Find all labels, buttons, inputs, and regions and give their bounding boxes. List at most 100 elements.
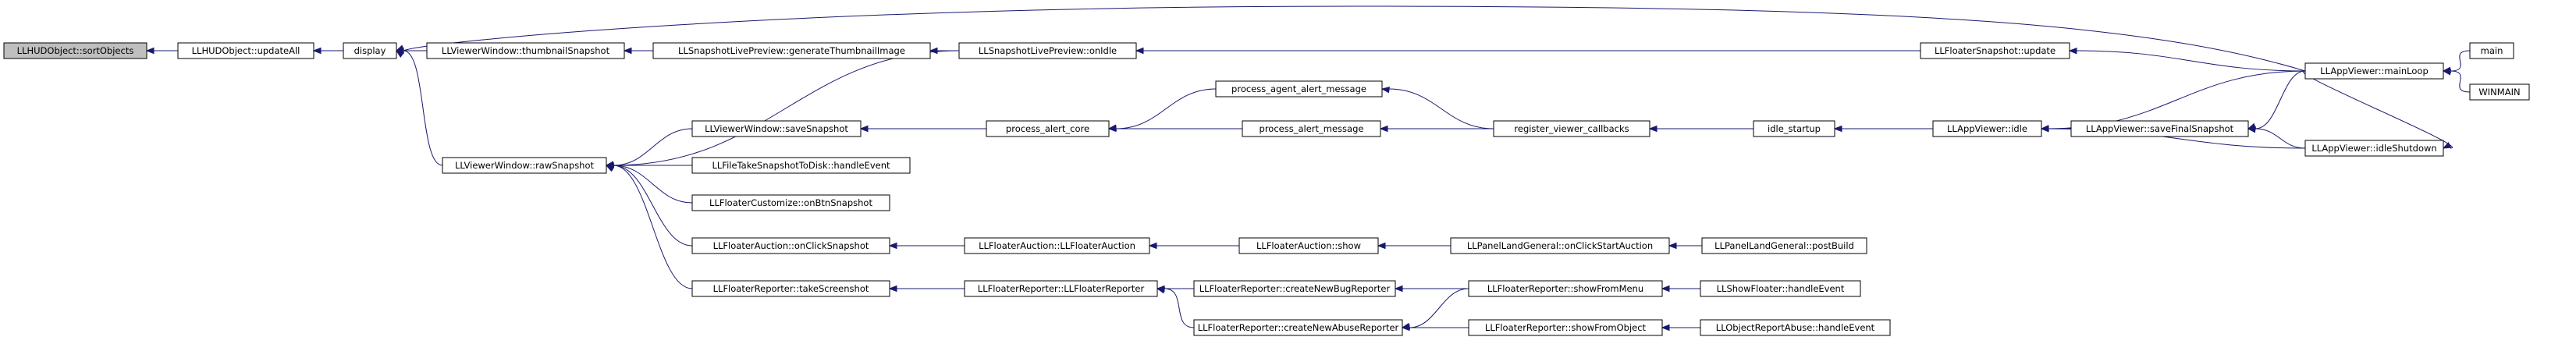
edge-line: [2450, 70, 2471, 93]
node-label: LLFileTakeSnapshotToDisk::handleEvent: [712, 160, 890, 171]
edge-line: [613, 128, 693, 166]
edge-auctionCtor-to-auctionClick: [888, 242, 965, 250]
node-box: [652, 42, 931, 59]
edge-agentAlert-to-alertCore: [1107, 88, 1217, 131]
edge-line: [1388, 88, 1494, 129]
node-label: LLSnapshotLivePreview::generateThumbnail…: [678, 45, 905, 56]
node-box: [1753, 120, 1835, 137]
edge-reporterCtor-to-takeScreenshot: [888, 285, 965, 293]
node-label: LLFloaterReporter::createNewAbuseReporte…: [1198, 322, 1399, 333]
node-reporterCtor[interactable]: LLFloaterReporter::LLFloaterReporter: [964, 280, 1158, 297]
edge-auctionClick-to-rawSnapshot: [605, 165, 693, 246]
edge-arrowhead: [859, 125, 869, 133]
node-onIdle[interactable]: LLSnapshotLivePreview::onIdle: [958, 42, 1137, 59]
node-saveSnapshot[interactable]: LLViewerWindow::saveSnapshot: [691, 120, 862, 137]
node-saveFinal[interactable]: LLAppViewer::saveFinalSnapshot: [2070, 120, 2249, 137]
node-newAbuse[interactable]: LLFloaterReporter::createNewAbuseReporte…: [1193, 319, 1403, 336]
node-snapUpdate[interactable]: LLFloaterSnapshot::update: [1920, 42, 2070, 59]
node-objReport[interactable]: LLObjectReportAbuse::handleEvent: [1700, 319, 1891, 336]
edge-line: [403, 5, 2306, 72]
node-mainLoop[interactable]: LLAppViewer::mainLoop: [2304, 62, 2444, 80]
edge-newAbuse-to-reporterCtor: [1156, 287, 1195, 328]
node-idleShutdown[interactable]: LLAppViewer::idleShutdown: [2304, 140, 2444, 157]
edge-objReport-to-showFromObject: [1661, 324, 1700, 332]
node-label: LLHUDObject::sortObjects: [17, 45, 134, 56]
node-rawSnapshot[interactable]: LLViewerWindow::rawSnapshot: [442, 157, 607, 174]
edge-line: [2450, 50, 2471, 72]
node-auctionCtor[interactable]: LLFloaterAuction::LLFloaterAuction: [964, 237, 1150, 254]
edge-line: [2254, 128, 2306, 149]
node-idleStartup[interactable]: idle_startup: [1753, 120, 1835, 137]
edge-onIdle-to-rawSnapshot: [605, 50, 960, 168]
node-label: LLAppViewer::idleShutdown: [2311, 143, 2436, 154]
edge-arrowhead: [888, 285, 897, 293]
node-landStart[interactable]: LLPanelLandGeneral::onClickStartAuction: [1450, 237, 1670, 254]
edge-main-to-mainLoop: [2442, 50, 2471, 73]
node-appIdle[interactable]: LLAppViewer::idle: [1932, 120, 2042, 137]
edge-mainLoop-to-saveFinal: [2247, 70, 2306, 129]
node-box: [1701, 237, 1867, 254]
node-box: [986, 120, 1110, 137]
edge-idleStartup-to-registerCb: [1648, 125, 1753, 133]
node-label: LLFloaterAuction::LLFloaterAuction: [979, 240, 1135, 251]
node-box: [958, 42, 1137, 59]
edge-showFloater-to-showFromMenu: [1661, 285, 1700, 293]
node-label: LLViewerWindow::rawSnapshot: [455, 160, 595, 171]
node-label: LLFloaterAuction::onClickSnapshot: [713, 240, 869, 251]
node-auctionClick[interactable]: LLFloaterAuction::onClickSnapshot: [691, 237, 890, 254]
node-box: [691, 120, 862, 137]
edge-arrowhead: [2442, 141, 2452, 149]
node-box: [964, 237, 1150, 254]
node-showFloater[interactable]: LLShowFloater::handleEvent: [1700, 280, 1861, 297]
edge-line: [613, 165, 693, 204]
node-takeScreenshot[interactable]: LLFloaterReporter::takeScreenshot: [691, 280, 890, 297]
node-thumbnailSnapshot[interactable]: LLViewerWindow::thumbnailSnapshot: [426, 42, 625, 59]
node-landPost[interactable]: LLPanelLandGeneral::postBuild: [1701, 237, 1867, 254]
node-main[interactable]: main: [2469, 42, 2514, 59]
node-box: [1450, 237, 1670, 254]
node-box: [691, 280, 890, 297]
edge-mainLoop-to-snapUpdate: [2068, 48, 2306, 72]
node-showFromMenu[interactable]: LLFloaterReporter::showFromMenu: [1468, 280, 1663, 297]
node-genThumb[interactable]: LLSnapshotLivePreview::generateThumbnail…: [652, 42, 931, 59]
edge-arrowhead: [395, 44, 405, 51]
node-label: LLAppViewer::mainLoop: [2320, 66, 2429, 76]
node-label: LLFloaterCustomize::onBtnSnapshot: [709, 197, 872, 208]
edge-showFromObject-to-newAbuse: [1401, 324, 1469, 332]
node-winmain[interactable]: WINMAIN: [2469, 83, 2530, 101]
node-updateAll[interactable]: LLHUDObject::updateAll: [177, 42, 314, 59]
node-auctionShow[interactable]: LLFloaterAuction::show: [1238, 237, 1379, 254]
node-showFromObject[interactable]: LLFloaterReporter::showFromObject: [1468, 319, 1663, 336]
node-registerCb[interactable]: register_viewer_callbacks: [1493, 120, 1650, 137]
edge-arrowhead: [1661, 285, 1670, 293]
node-box: [2469, 83, 2530, 101]
node-display[interactable]: display: [343, 42, 397, 59]
edge-line: [613, 165, 693, 289]
node-sortObjects[interactable]: LLHUDObject::sortObjects: [3, 42, 147, 59]
edge-arrowhead: [1377, 242, 1386, 250]
node-box: [1193, 319, 1403, 336]
node-agentAlert[interactable]: process_agent_alert_message: [1215, 80, 1383, 98]
node-customize[interactable]: LLFloaterCustomize::onBtnSnapshot: [691, 194, 890, 211]
edge-line: [2048, 70, 2306, 129]
node-label: LLFloaterReporter::showFromMenu: [1487, 283, 1643, 294]
node-alertMsg[interactable]: process_alert_message: [1242, 120, 1381, 137]
node-box: [1242, 120, 1381, 137]
node-box: [343, 42, 397, 59]
node-box: [964, 280, 1158, 297]
node-box: [1238, 237, 1379, 254]
node-alertCore[interactable]: process_alert_core: [986, 120, 1110, 137]
edge-arrowhead: [1148, 242, 1157, 250]
node-label: LLPanelLandGeneral::postBuild: [1714, 240, 1854, 251]
edge-mainLoop-to-display: [395, 5, 2306, 72]
edge-arrowhead: [1380, 86, 1390, 94]
node-box: [2304, 62, 2444, 80]
node-box: [1493, 120, 1650, 137]
node-label: LLViewerWindow::thumbnailSnapshot: [442, 45, 610, 56]
edge-line: [2076, 50, 2306, 72]
node-box: [1215, 80, 1383, 98]
edge-arrowhead: [1107, 125, 1117, 133]
edge-idleShutdown-to-saveFinal: [2247, 126, 2306, 149]
node-newBug[interactable]: LLFloaterReporter::createNewBugReporter: [1193, 280, 1396, 297]
node-fileTake[interactable]: LLFileTakeSnapshotToDisk::handleEvent: [691, 157, 911, 174]
